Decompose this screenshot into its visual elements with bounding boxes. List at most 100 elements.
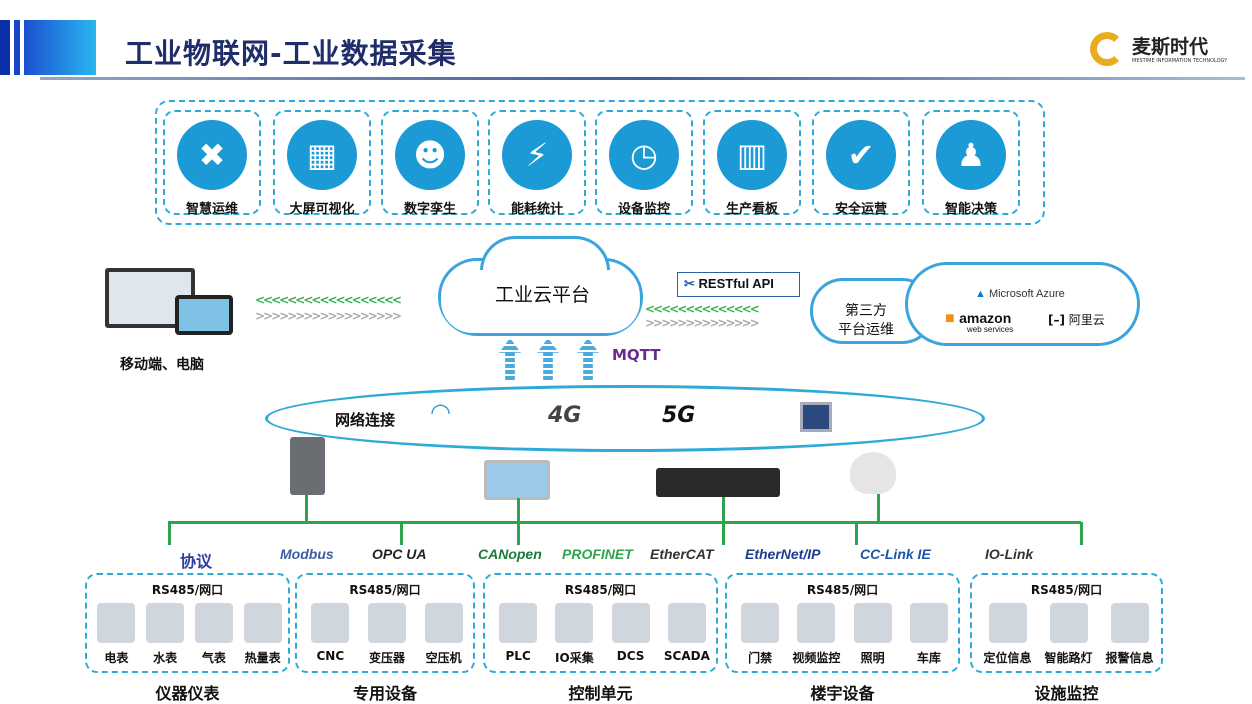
header-bar	[0, 20, 10, 75]
device-label: 定位信息	[983, 651, 1032, 665]
lightning-icon: ⚡	[502, 120, 572, 190]
bus-branch	[305, 495, 308, 522]
logo-mark-icon	[1090, 32, 1124, 66]
device-label: 智能路灯	[1044, 651, 1093, 665]
mqtt-logo: MQTT	[612, 346, 661, 364]
device-label: 车库	[916, 651, 941, 665]
app-label: 设备监控	[617, 202, 670, 217]
device-image	[243, 603, 282, 643]
bus-line	[168, 521, 1081, 524]
azure-logo: ▲ Microsoft Azure	[975, 288, 1065, 300]
device-image	[988, 603, 1027, 643]
device-item: 气表	[186, 603, 242, 666]
device-group: RS485/网口电表水表气表热量表	[85, 573, 290, 673]
presentation-icon: ♟	[936, 120, 1006, 190]
app-tile[interactable]: ✔安全运营	[812, 110, 910, 217]
aws-subtext: web services	[967, 325, 1014, 334]
clock-icon: ◷	[609, 120, 679, 190]
device-label: SCADA	[663, 649, 710, 663]
ethernet-port-icon	[800, 402, 832, 432]
port-label: RS485/网口	[1030, 583, 1103, 597]
device-label: DCS	[616, 649, 645, 663]
gateway-device	[290, 437, 325, 495]
bus-branch	[517, 498, 520, 545]
protocol-logo: PROFINET	[562, 546, 633, 562]
app-tile[interactable]: ✖智慧运维	[163, 110, 261, 217]
app-label: 智慧运维	[185, 202, 238, 217]
divider	[40, 77, 1245, 80]
device-image	[797, 603, 836, 643]
device-image	[311, 603, 350, 643]
device-label: 门禁	[748, 651, 773, 665]
device-image	[853, 603, 892, 643]
device-label: 空压机	[425, 651, 462, 665]
network-ellipse	[265, 385, 985, 452]
device-label: 照明	[860, 651, 885, 665]
device-item: 门禁	[732, 603, 788, 666]
device-image	[1110, 603, 1149, 643]
device-label: 气表	[201, 651, 226, 665]
aliyun-text: 阿里云	[1068, 313, 1105, 327]
wifi-icon: ◠	[430, 398, 451, 426]
protocol-logo: CC-Link IE	[860, 546, 931, 562]
logo-text: 麦斯时代	[1132, 36, 1209, 58]
third-party-label: 第三方平台运维	[838, 302, 894, 340]
app-label: 能耗统计	[510, 202, 563, 217]
up-arrow	[499, 338, 521, 380]
logo-subtext: MESTIME INFORMATION TECHNOLOGY	[1132, 58, 1228, 64]
app-label: 数字孪生	[403, 202, 456, 217]
aws-text: amazon	[959, 310, 1012, 326]
port-label: RS485/网口	[349, 583, 421, 597]
bus-branch	[168, 522, 171, 545]
5g-label: 5G	[662, 403, 696, 428]
app-tile[interactable]: ▥ 生产看板	[703, 110, 801, 217]
app-tile[interactable]: ♟ 智能决策	[922, 110, 1020, 217]
app-label: 智能决策	[944, 202, 997, 217]
device-label: 电表	[104, 651, 129, 665]
protocol-label: 协议	[180, 552, 213, 571]
providers-cloud	[905, 262, 1140, 346]
device-image	[97, 603, 136, 643]
device-item: 报警信息	[1102, 603, 1158, 666]
arrow-to-client: <<<<<<<<<<<<<<<<<<	[255, 293, 402, 307]
azure-text: Microsoft Azure	[988, 288, 1065, 300]
app-tile[interactable]: ⚡ 能耗统计	[488, 110, 586, 217]
device-item: 变压器	[359, 603, 415, 666]
port-label: RS485/网口	[806, 583, 879, 597]
device-label: IO采集	[555, 651, 594, 665]
label-line: 第三方	[845, 303, 887, 319]
protocol-logo: CANopen	[478, 546, 542, 562]
4g-label: 4G	[548, 403, 582, 428]
bar-chart-icon: ▥	[717, 120, 787, 190]
device-item: 电表	[88, 603, 144, 666]
app-tile[interactable]: ▦大屏可视化	[273, 110, 371, 217]
aws-icon: ■	[945, 310, 955, 327]
up-arrow	[577, 338, 599, 380]
device-image	[146, 603, 185, 643]
device-image	[1049, 603, 1088, 643]
app-label: 生产看板	[725, 202, 778, 217]
cloud-label: 工业云平台	[495, 284, 591, 306]
device-item: 空压机	[416, 603, 472, 666]
server-rack	[656, 468, 780, 497]
device-label: 报警信息	[1105, 651, 1154, 665]
device-image	[555, 603, 594, 643]
protocol-logo: IO-Link	[985, 546, 1034, 562]
device-group: RS485/网口 CNC 变压器空压机	[295, 573, 475, 673]
app-tile[interactable]: ◷ 设备监控	[595, 110, 693, 217]
device-item: DCS	[603, 603, 659, 663]
api-label: RESTful API	[698, 276, 774, 291]
device-item: 热量表	[235, 603, 291, 666]
device-item: IO采集	[546, 603, 602, 666]
up-arrow	[537, 338, 559, 380]
app-label: 安全运营	[834, 202, 887, 217]
protocol-logo: EtherNet/IP	[745, 546, 821, 562]
app-tile[interactable]: ☻数字孪生	[381, 110, 479, 217]
restful-api-badge: ✂ RESTful API	[677, 272, 800, 297]
group-label: 专用设备	[352, 684, 417, 703]
protocol-logo: EtherCAT	[650, 546, 714, 562]
device-group: RS485/网口定位信息智能路灯报警信息	[970, 573, 1163, 673]
cloud-fill	[441, 270, 640, 333]
device-label: CNC	[316, 649, 345, 663]
